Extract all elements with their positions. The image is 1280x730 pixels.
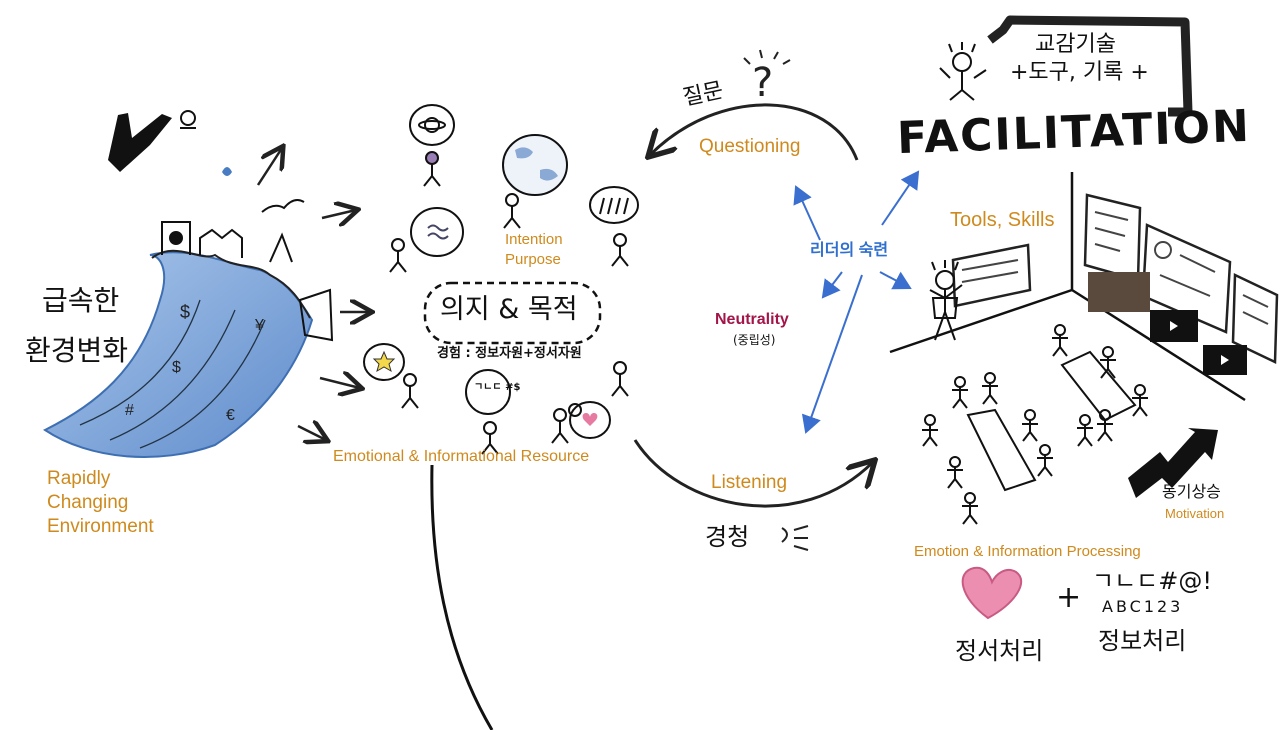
- experience-text: 경험 : 정보자원+정서자원: [437, 347, 582, 362]
- label-emotional-resource: Emotional & Informational Resource: [333, 448, 589, 466]
- heart-icon: [963, 568, 1022, 618]
- label-neutrality-kr: (중립성): [733, 334, 775, 348]
- leader-skill-arrows: [796, 172, 918, 432]
- english-rapidly: Rapidly: [47, 468, 110, 490]
- abc-text: ABC123: [1102, 598, 1183, 616]
- korean-emotion-processing: 정서처리: [955, 638, 1043, 666]
- svg-text:$: $: [172, 359, 181, 376]
- main-box-text: 의지 & 목적: [440, 294, 578, 325]
- question-mark-icon: ?: [744, 50, 790, 106]
- svg-text:#: #: [125, 402, 134, 419]
- symbols-text: ㄱㄴㄷ#@!: [1092, 568, 1212, 596]
- svg-text:¥: ¥: [254, 317, 264, 334]
- svg-text:€: €: [226, 407, 235, 424]
- video-thumbnail-1: [1088, 272, 1150, 312]
- korean-info-processing: 정보처리: [1098, 628, 1186, 656]
- label-purpose: Purpose: [505, 251, 561, 268]
- korean-tools-record: +도구, 기록 +: [1010, 60, 1149, 85]
- svg-text:$: $: [180, 302, 190, 322]
- korean-environment-change: 환경변화: [25, 335, 128, 367]
- korean-rapid: 급속한: [42, 285, 119, 317]
- people-thought-bubbles: [364, 105, 638, 454]
- participants-tables: [922, 325, 1148, 524]
- korean-empathy-skill: 교감기술: [1035, 32, 1116, 57]
- bubble-symbols: ㄱㄴㄷ #$: [474, 382, 520, 394]
- svg-text:?: ?: [752, 60, 773, 106]
- label-neutrality: Neutrality: [715, 311, 789, 329]
- facilitator-figure-top: [940, 42, 986, 100]
- english-environment: Environment: [47, 516, 154, 538]
- korean-motivation: 동기상승: [1162, 483, 1221, 501]
- descending-line: [432, 465, 492, 730]
- english-changing: Changing: [47, 492, 128, 514]
- sound-icon: [782, 526, 808, 550]
- airplane-icon: [108, 111, 196, 172]
- label-leader-skill: 리더의 숙련: [810, 242, 888, 260]
- label-questioning: Questioning: [699, 136, 800, 158]
- label-listening: Listening: [711, 472, 787, 494]
- label-motivation: Motivation: [1165, 507, 1224, 522]
- plus-sign: +: [1056, 581, 1081, 616]
- korean-listening: 경청: [705, 524, 749, 552]
- label-emotion-info-processing: Emotion & Information Processing: [914, 543, 1141, 560]
- water-drop-icon: [222, 167, 232, 176]
- label-intention: Intention: [505, 231, 563, 248]
- label-tools-skills: Tools, Skills: [950, 209, 1054, 232]
